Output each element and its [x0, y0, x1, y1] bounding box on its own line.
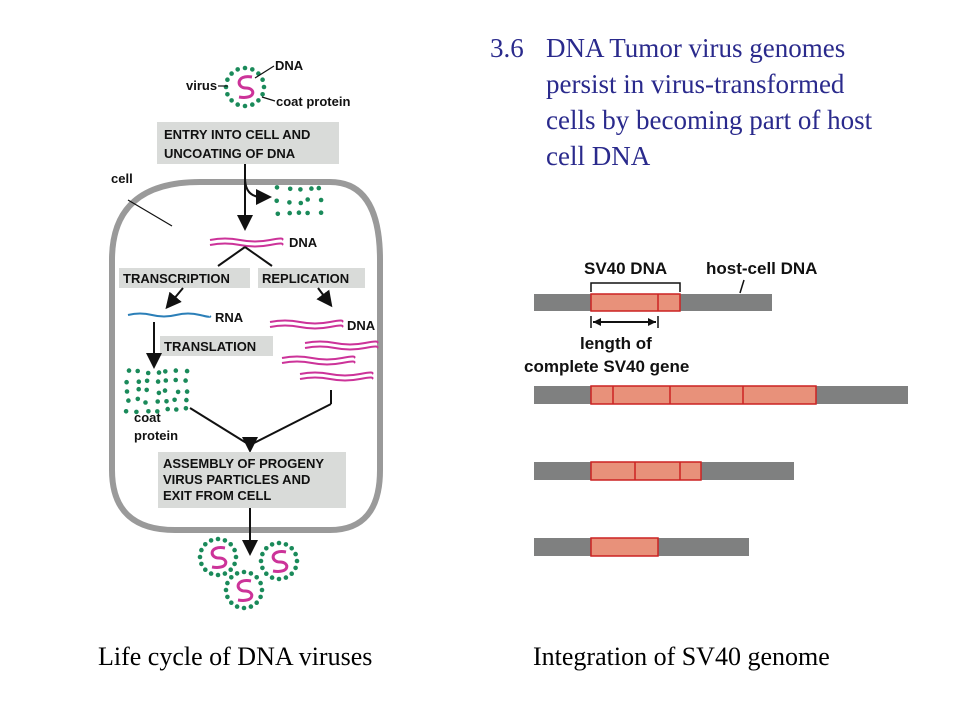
label-rna: RNA — [215, 310, 244, 325]
progeny-virus-1 — [197, 536, 239, 578]
label-host-cell-dna: host-cell DNA — [706, 259, 817, 278]
box-translation — [160, 336, 273, 356]
caption-right: Integration of SV40 genome — [533, 642, 830, 671]
life-cycle-diagram: DNA virus coat protein ENTRY INTO CELL A… — [109, 58, 383, 611]
label-dna-top: DNA — [275, 58, 304, 73]
dna-row-1 — [534, 293, 772, 312]
caption-left: Life cycle of DNA viruses — [98, 642, 373, 671]
rna-strand — [127, 312, 212, 318]
progeny-virus-2 — [258, 540, 300, 582]
label-sv40-dna: SV40 DNA — [584, 259, 667, 278]
box-assembly — [158, 452, 346, 508]
box-translation-label: TRANSLATION — [164, 339, 256, 354]
label-dna-mid: DNA — [289, 235, 318, 250]
box-assembly-line-2: VIRUS PARTICLES AND — [163, 472, 310, 487]
replicated-dna — [269, 319, 379, 382]
dna-row-3 — [534, 461, 794, 481]
label-complete-gene: complete SV40 gene — [524, 357, 689, 376]
box-transcription-label: TRANSCRIPTION — [123, 271, 230, 286]
title-line-4: cell DNA — [546, 141, 651, 171]
title-number: 3.6 — [490, 33, 524, 63]
box-entry-line-1: ENTRY INTO CELL AND — [164, 127, 310, 142]
label-protein: protein — [134, 428, 178, 443]
label-dna-right: DNA — [347, 318, 376, 333]
box-transcription — [119, 268, 250, 288]
box-replication — [258, 268, 365, 288]
title-line-1: DNA Tumor virus genomes — [546, 33, 846, 63]
title-line-3: cells by becoming part of host — [546, 105, 873, 135]
box-entry-line-2: UNCOATING OF DNA — [164, 146, 296, 161]
label-virus: virus — [186, 78, 217, 93]
sv40-integration-diagram: SV40 DNA host-cell DNA length of complet… — [524, 259, 908, 557]
progeny-virus-3 — [223, 569, 265, 611]
label-length-of: length of — [580, 334, 652, 353]
cell-membrane — [109, 179, 383, 533]
box-assembly-line-3: EXIT FROM CELL — [163, 488, 271, 503]
label-coat-protein-top: coat protein — [276, 94, 350, 109]
label-coat: coat — [134, 410, 161, 425]
box-replication-label: REPLICATION — [262, 271, 349, 286]
coat-protein-cluster — [123, 368, 190, 415]
dna-row-4 — [534, 537, 749, 557]
box-assembly-line-1: ASSEMBLY OF PROGENY — [163, 456, 324, 471]
virus-particle-top — [223, 65, 267, 109]
title-line-2: persist in virus-transformed — [546, 69, 845, 99]
dna-row-2 — [534, 385, 908, 405]
virus-dna-coil — [237, 75, 255, 99]
label-cell: cell — [111, 171, 133, 186]
box-entry — [157, 122, 339, 164]
released-coat-dots — [274, 185, 324, 217]
dna-strand-mid — [209, 237, 284, 248]
